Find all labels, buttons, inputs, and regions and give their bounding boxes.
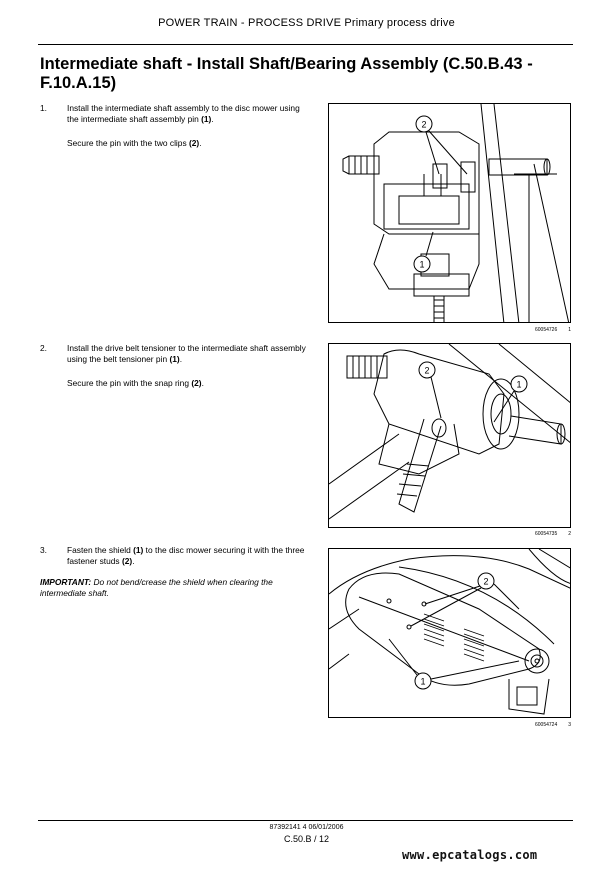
figure-1-intermediate-shaft-pin: 2 1 (328, 103, 571, 323)
step-instruction: Secure the pin with the snap ring (2). (67, 378, 204, 388)
callout-1: 1 (516, 380, 521, 390)
callout-1: 1 (420, 677, 425, 687)
running-header: POWER TRAIN - PROCESS DRIVE Primary proc… (158, 17, 455, 29)
step-number: 2. (40, 343, 47, 353)
figure-3-shield: 2 1 (328, 548, 571, 718)
callout-1: 1 (419, 260, 424, 270)
important-note: IMPORTANT: Do not bend/crease the shield… (40, 577, 273, 598)
step-instruction: Fasten the shield (1) to the disc mower … (67, 545, 305, 566)
callout-2: 2 (424, 366, 429, 376)
step-instruction: Secure the pin with the two clips (2). (67, 138, 202, 148)
section-title: Intermediate shaft - Install Shaft/Beari… (40, 55, 533, 92)
step-instruction: Install the drive belt tensioner to the … (67, 343, 306, 364)
header-rule (38, 44, 573, 45)
document-reference: 87392141 4 06/01/2006 (269, 824, 344, 831)
figure-2-belt-tensioner: 2 1 (328, 343, 571, 528)
step-1: 1. Install the intermediate shaft assemb… (40, 103, 310, 162)
step-3: 3. Fasten the shield (1) to the disc mow… (40, 545, 310, 580)
step-instruction: Install the intermediate shaft assembly … (67, 103, 300, 124)
footer-rule (38, 820, 573, 821)
step-number: 1. (40, 103, 47, 113)
step-2: 2. Install the drive belt tensioner to t… (40, 343, 310, 402)
page-number: C.50.B / 12 (283, 834, 330, 844)
callout-2: 2 (421, 120, 426, 130)
step-number: 3. (40, 545, 47, 555)
watermark-link: www.epcatalogs.com (402, 848, 538, 862)
callout-2: 2 (483, 577, 488, 587)
